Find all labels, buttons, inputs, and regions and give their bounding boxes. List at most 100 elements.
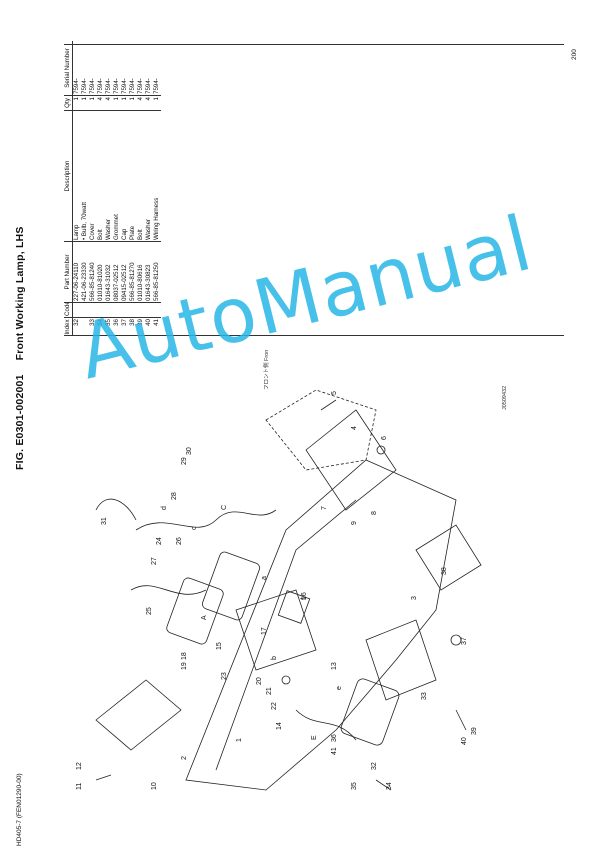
diagram-note: フロント側 Front Susent <box>262 350 270 390</box>
model-code: HD405-7 (FEN01290-00) <box>16 773 23 846</box>
cell-description: • Bulb, 70watt <box>81 110 89 242</box>
cell-serial: 7594- <box>81 78 88 94</box>
cell-qty: 1 <box>72 95 81 111</box>
cell-qty: 1 <box>81 95 89 111</box>
cell-serial: 7594- <box>105 78 112 94</box>
cell-qty: 4 <box>105 95 113 111</box>
cell-part-number: 09415-02512 <box>121 241 129 303</box>
callout-11: 11 <box>76 783 83 790</box>
callout-39: 39 <box>471 727 478 735</box>
cell-description: Plate <box>129 110 137 242</box>
callout-13: 13 <box>331 662 338 670</box>
callout-5: 5 <box>331 391 338 395</box>
cell-description: Lamp <box>72 110 81 242</box>
wiring-harness-41 <box>295 709 357 741</box>
callout-4: 4 <box>351 426 358 430</box>
housing-17 <box>235 589 317 671</box>
callout-2: 2 <box>181 756 188 760</box>
callout-d: d <box>161 506 168 510</box>
callout-C: C <box>221 505 228 510</box>
callout-7: 7 <box>321 506 328 510</box>
cell-part-number: 08037-02512 <box>113 241 121 303</box>
cell-qty: 1 <box>113 95 121 111</box>
cell-serial: 7594- <box>153 78 160 94</box>
cell-serial: 7594- <box>145 78 152 94</box>
callout-9: 9 <box>351 521 358 525</box>
cell-qty: 1 <box>89 95 97 111</box>
bolt-11 <box>95 774 112 781</box>
callout-26: 26 <box>176 537 183 545</box>
cap-37 <box>450 634 462 646</box>
callout-22: 22 <box>271 702 278 710</box>
figure-number: FIG. E0301-002001 <box>14 374 26 470</box>
table-header-row: Index Code Part Number Description Qty S… <box>64 41 73 336</box>
callout-18: 18 <box>181 652 188 660</box>
callout-35: 35 <box>351 782 358 790</box>
cell-qty: 4 <box>97 95 105 111</box>
cell-part-number: 01010-81020 <box>97 241 105 303</box>
cell-serial: 7594- <box>121 78 128 94</box>
callout-30: 30 <box>186 447 193 455</box>
cell-description: Bolt <box>97 110 105 242</box>
callout-34: 34 <box>386 782 393 790</box>
washer-6 <box>376 445 386 455</box>
callout-37: 37 <box>461 637 468 645</box>
callout-36: 36 <box>331 734 338 742</box>
callout-38: 38 <box>441 567 448 575</box>
callout-27: 27 <box>151 557 158 565</box>
callout-32: 32 <box>371 762 378 770</box>
cell-serial: 7594- <box>129 78 136 94</box>
callout-14: 14 <box>276 722 283 730</box>
callout-31: 31 <box>101 517 108 525</box>
cell-serial: 7594- <box>137 78 144 94</box>
callout-c: c <box>191 526 198 530</box>
cell-description: Bolt <box>137 110 145 242</box>
callout-40: 40 <box>461 737 468 745</box>
cell-serial: 7594- <box>113 78 120 94</box>
callout-41: 41 <box>331 747 338 755</box>
support-bracket <box>185 459 457 791</box>
lamp-15-upper <box>202 551 260 621</box>
frame-outline <box>265 389 377 471</box>
callout-E: E <box>311 735 318 740</box>
cell-description: Washer <box>105 110 113 242</box>
callout-layer: 1234567891011121314151617181920212223242… <box>76 391 478 790</box>
image-code: J0509432 <box>502 386 508 410</box>
callout-6: 6 <box>381 436 388 440</box>
cell-part-number: 01643-31032 <box>105 241 113 303</box>
callout-33: 33 <box>421 692 428 700</box>
bolt-39 <box>455 709 467 731</box>
wiring-harness-mid <box>130 585 207 595</box>
cell-qty: 4 <box>145 95 153 111</box>
header-qty: Qty <box>64 95 73 111</box>
lamp-15-lower <box>166 577 224 645</box>
callout-3: 3 <box>411 596 418 600</box>
relay-16 <box>277 590 311 624</box>
figure-name: Front Working Lamp, LHS <box>14 226 26 361</box>
figure-title: FIG. E0301-002001 Front Working Lamp, LHS <box>14 226 26 470</box>
callout-12: 12 <box>76 762 83 770</box>
cell-description: Wiring Harness <box>153 110 161 242</box>
cell-description: Washer <box>145 110 153 242</box>
page-number: 200 <box>571 49 578 60</box>
callout-24: 24 <box>156 537 163 545</box>
header-serial: Serial Number <box>64 41 73 96</box>
cell-description: Cap <box>121 110 129 242</box>
cell-part-number: 421-06-23330 <box>81 241 89 303</box>
callout-16: 16 <box>301 592 308 600</box>
header-index: Index <box>64 317 73 336</box>
bolt-34 <box>375 779 392 791</box>
plate-10 <box>95 679 182 751</box>
callout-b: b <box>271 656 278 660</box>
lamp-32 <box>340 678 400 746</box>
header-description: Description <box>64 110 73 242</box>
callout-a: a <box>261 576 268 580</box>
